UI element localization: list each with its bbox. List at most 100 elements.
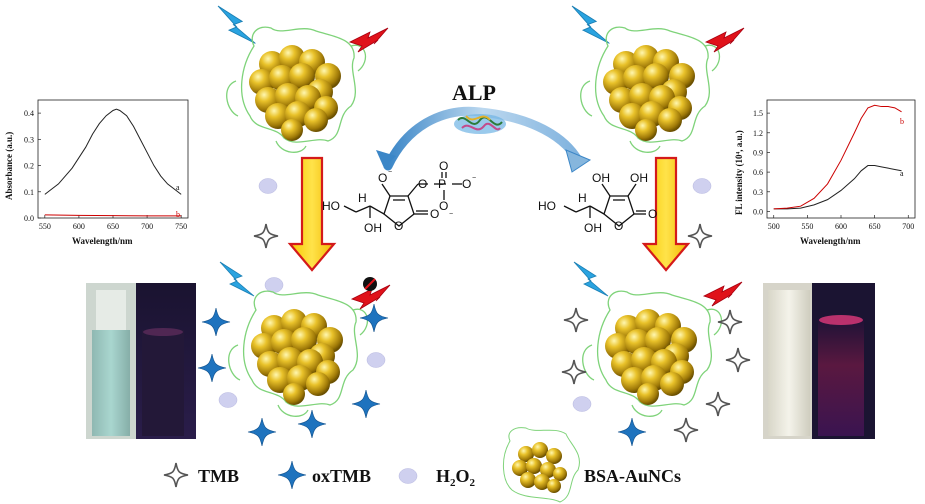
absorbance-x-tick-label: 550 — [39, 222, 51, 231]
fluorescence-y-tick-label: 0.6 — [753, 168, 763, 177]
alp-reaction-arrow — [376, 106, 592, 173]
fluorescence-x-ticks: 500 550 600 650 700 — [768, 215, 914, 231]
aa2p-o-link: O — [418, 177, 427, 191]
aa2p-o-right: O — [462, 177, 471, 191]
aa2p-charge-bottom: − — [449, 211, 453, 218]
fluorescence-series — [773, 104, 902, 210]
fluorescence-curve-label-a: a — [900, 169, 904, 178]
absorbance-x-tick-label: 700 — [141, 222, 153, 231]
oxtmb-icon — [351, 389, 381, 419]
h2o2-icon — [218, 392, 238, 408]
aa-oh-bottom: OH — [584, 221, 602, 235]
fluorescence-series-a-line — [773, 165, 902, 210]
fluorescence-curve-label-b: b — [900, 117, 904, 126]
alp-protein-icon — [454, 114, 506, 134]
fluorescence-y-tick-label: 0.0 — [753, 207, 763, 216]
absorbance-curve-label-a: a — [176, 183, 180, 192]
aa2p-structure — [343, 172, 462, 227]
oxtmb-icon — [359, 303, 389, 333]
fluorescence-series-b-line — [773, 104, 902, 210]
tmb-icon — [687, 223, 713, 249]
bsa-aunc-cluster — [226, 26, 367, 153]
tmb-icon — [705, 391, 731, 417]
absorbance-x-tick-label: 750 — [175, 222, 187, 231]
aa-oh-left: OH — [592, 171, 610, 185]
excitation-bolt-icon — [571, 5, 610, 44]
oxtmb-icon — [617, 417, 647, 447]
fluorescence-x-tick-label: 600 — [835, 222, 847, 231]
legend-oxtmb-label: oxTMB — [312, 466, 371, 486]
absorbance-y-tick-label: 0.1 — [24, 188, 34, 197]
tmb-icon — [673, 417, 699, 443]
oxtmb-icon — [201, 307, 231, 337]
legend-oxtmb-icon — [277, 460, 307, 490]
tmb-icon — [563, 307, 589, 333]
left-cuvette-photo — [86, 283, 196, 439]
tmb-icon — [725, 347, 751, 373]
emission-bolt-icon — [705, 27, 745, 53]
oxtmb-icon — [297, 409, 327, 439]
absorbance-x-tick-label: 600 — [73, 222, 85, 231]
absorbance-y-ticks: 0.00.10.20.30.4 — [24, 109, 41, 223]
absorbance-y-tick-label: 0.4 — [24, 109, 34, 118]
fluorescence-x-tick-label: 500 — [768, 222, 780, 231]
aa-h: H — [578, 191, 587, 205]
oxtmb-icon — [197, 353, 227, 383]
absorbance-y-tick-label: 0.0 — [24, 214, 34, 223]
excitation-bolt-icon — [217, 5, 256, 44]
bsa-aunc-cluster — [582, 290, 723, 417]
fluorescence-x-axis-label: Wavelength/nm — [800, 236, 861, 246]
top-right-cluster-group — [571, 5, 745, 153]
quench-icon — [363, 277, 377, 291]
absorbance-series-a-line — [44, 108, 182, 195]
fluorescence-y-tick-label: 1.2 — [753, 129, 763, 138]
tmb-icon — [253, 223, 279, 249]
bsa-aunc-cluster — [228, 290, 369, 417]
left-down-arrow — [288, 156, 336, 272]
aa2p-ring-o: O — [394, 219, 403, 233]
aa2p-h: H — [358, 191, 367, 205]
legend-bsa-aunc-label: BSA-AuNCs — [584, 466, 681, 486]
absorbance-series — [44, 108, 182, 217]
aa2p-charge-right: − — [472, 175, 476, 182]
legend: TMB oxTMB H2O2 BSA-AuNCs — [163, 427, 681, 503]
absorbance-series-b-line — [44, 214, 182, 217]
top-left-cluster-group — [217, 5, 389, 153]
aa2p-ho: HO — [322, 199, 340, 213]
legend-tmb-label: TMB — [198, 466, 239, 486]
fluorescence-x-tick-label: 650 — [869, 222, 881, 231]
right-cuvette-photo — [763, 283, 875, 439]
fluorescence-y-ticks: 0.00.30.60.91.21.5 — [753, 109, 770, 216]
h2o2-icon — [692, 178, 712, 194]
emission-bolt-icon — [349, 27, 389, 53]
legend-h2o2-label: H2O2 — [436, 466, 476, 489]
absorbance-x-axis-label: Wavelength/nm — [72, 236, 133, 246]
aa-ho: HO — [538, 199, 556, 213]
tmb-icon — [717, 309, 743, 335]
fluorescence-plot-frame — [766, 99, 916, 219]
absorbance-x-tick-label: 650 — [107, 222, 119, 231]
absorbance-y-axis-label: Absorbance (a.u.) — [4, 132, 14, 200]
h2o2-icon — [258, 178, 278, 194]
fluorescence-x-tick-label: 700 — [902, 222, 914, 231]
aa-atom-labels: OH OH O O H OH HO — [538, 171, 657, 235]
legend-h2o2-icon — [398, 468, 418, 484]
legend-tmb-icon — [163, 462, 189, 488]
fluorescence-y-tick-label: 0.9 — [753, 148, 763, 157]
aa2p-carbonyl-o: O — [430, 207, 439, 221]
bsa-aunc-cluster — [580, 26, 721, 153]
absorbance-plot-frame — [37, 99, 189, 219]
aa2p-phosphorus: P — [438, 177, 446, 191]
fluorescence-y-axis-label: FL intensity (10⁴, a.u.) — [734, 130, 744, 215]
aa2p-o-minus: O — [378, 171, 387, 185]
aa-structure — [563, 183, 646, 227]
h2o2-icon — [572, 396, 592, 412]
fluorescence-x-tick-label: 550 — [801, 222, 813, 231]
aa-carbonyl-o: O — [648, 207, 657, 221]
aa2p-o-top: O — [439, 159, 448, 173]
aa2p-o-bottom: O — [439, 199, 448, 213]
